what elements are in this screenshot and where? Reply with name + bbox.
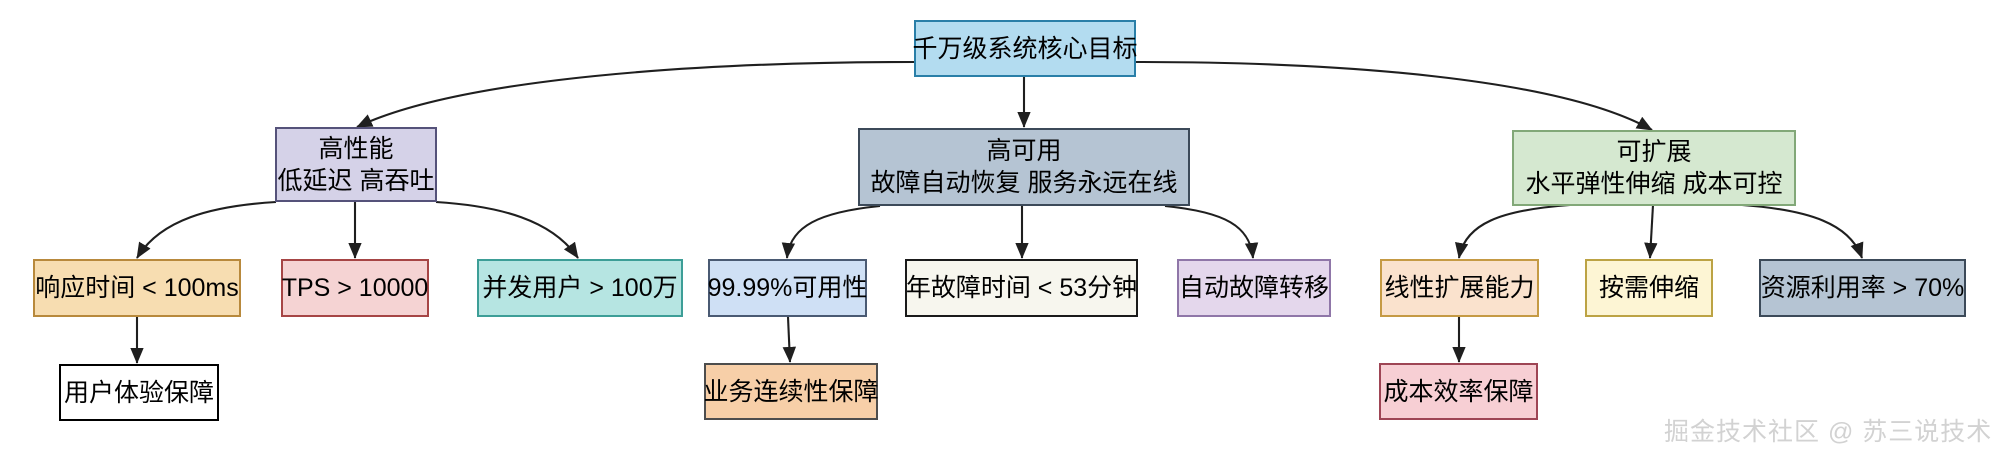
node-auto-failover[interactable]: 自动故障转移	[1177, 259, 1331, 317]
edge-ha-to-failover	[1164, 204, 1259, 259]
node-high-performance-subtitle: 低延迟 高吞吐	[277, 166, 435, 195]
edge-ha-to-availability	[781, 204, 881, 259]
node-high-performance[interactable]: 高性能 低延迟 高吞吐	[275, 127, 437, 202]
edge-scale-to-linear	[1455, 203, 1571, 259]
node-business-continuity[interactable]: 业务连续性保障	[703, 363, 879, 420]
node-resource-utilization-label: 资源利用率 > 70%	[1760, 274, 1965, 302]
node-user-experience[interactable]: 用户体验保障	[59, 364, 219, 421]
edge-scale-to-ondemand	[1644, 204, 1658, 259]
node-resource-utilization[interactable]: 资源利用率 > 70%	[1759, 259, 1966, 317]
node-high-availability[interactable]: 高可用 故障自动恢复 服务永远在线	[858, 128, 1190, 206]
node-cost-efficiency[interactable]: 成本效率保障	[1379, 363, 1538, 420]
node-on-demand-scaling-label: 按需伸缩	[1598, 274, 1699, 302]
node-on-demand-scaling[interactable]: 按需伸缩	[1585, 259, 1713, 317]
node-availability-sla-label: 99.99%可用性	[707, 274, 868, 302]
edge-root-to-scale	[1135, 60, 1653, 131]
node-scalability[interactable]: 可扩展 水平弹性伸缩 成本可控	[1512, 130, 1796, 206]
node-scalability-title: 可扩展	[1616, 138, 1692, 166]
node-concurrent-users[interactable]: 并发用户 > 100万	[477, 259, 683, 317]
node-tps[interactable]: TPS > 10000	[281, 259, 429, 317]
node-annual-downtime[interactable]: 年故障时间 < 53分钟	[905, 259, 1138, 317]
node-high-availability-title: 高可用	[986, 137, 1062, 165]
node-business-continuity-label: 业务连续性保障	[703, 377, 879, 406]
edge-scale-to-utilization	[1741, 203, 1864, 259]
node-response-time[interactable]: 响应时间 < 100ms	[33, 259, 241, 317]
node-cost-efficiency-label: 成本效率保障	[1383, 377, 1534, 406]
node-high-availability-subtitle: 故障自动恢复 服务永远在线	[870, 169, 1178, 197]
node-tps-label: TPS > 10000	[281, 274, 429, 302]
node-annual-downtime-label: 年故障时间 < 53分钟	[905, 274, 1138, 302]
node-user-experience-label: 用户体验保障	[63, 378, 214, 407]
node-root-label: 千万级系统核心目标	[912, 34, 1138, 63]
node-scalability-subtitle: 水平弹性伸缩 成本可控	[1525, 170, 1783, 198]
watermark: 掘金技术社区 @ 苏三说技术	[1664, 418, 1993, 446]
edge-root-to-perf	[356, 60, 915, 128]
node-linear-scaling[interactable]: 线性扩展能力	[1380, 259, 1539, 317]
node-response-time-label: 响应时间 < 100ms	[35, 274, 239, 302]
node-linear-scaling-label: 线性扩展能力	[1384, 274, 1535, 302]
node-auto-failover-label: 自动故障转移	[1179, 274, 1330, 302]
edge-perf-to-resp-time	[136, 200, 277, 259]
edge-availability-to-continuity	[782, 316, 797, 363]
edge-perf-to-concurrent	[435, 200, 579, 259]
node-high-performance-title: 高性能	[318, 134, 394, 163]
node-concurrent-users-label: 并发用户 > 100万	[482, 274, 678, 302]
node-root[interactable]: 千万级系统核心目标	[912, 20, 1138, 77]
node-availability-sla[interactable]: 99.99%可用性	[708, 259, 867, 317]
